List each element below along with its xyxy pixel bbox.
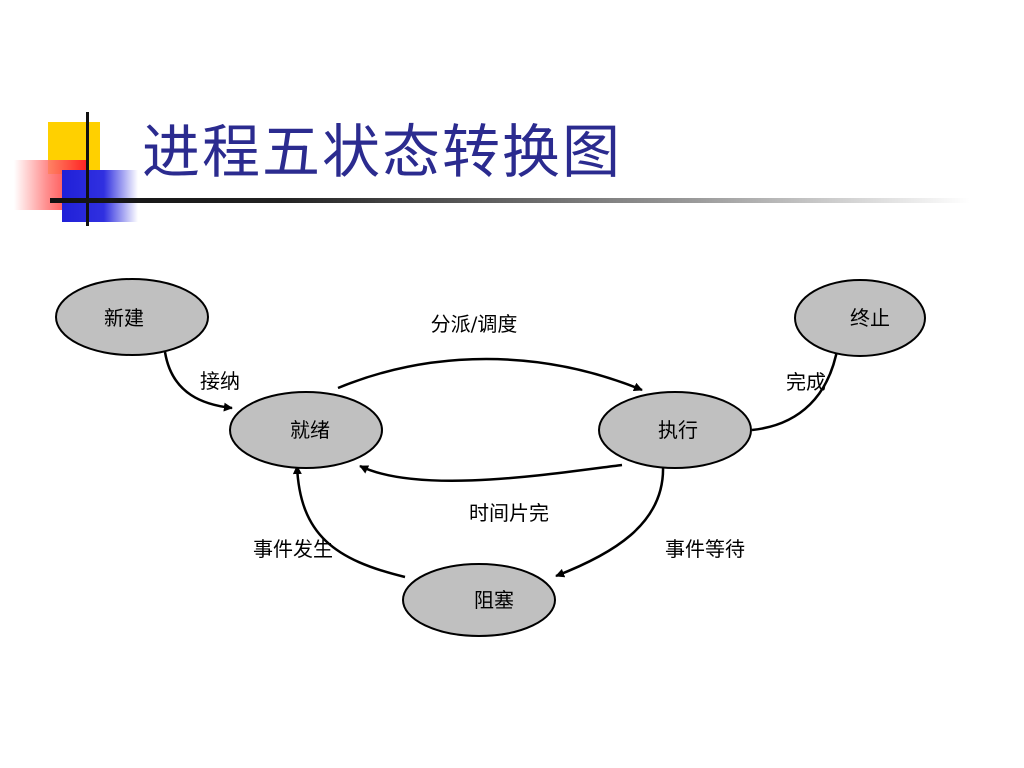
label-event-occurs: 事件发生 — [253, 537, 333, 561]
state-new-label: 新建 — [104, 306, 144, 330]
edge-exit — [751, 344, 842, 432]
decor-blue-square — [62, 170, 138, 222]
page-title: 进程五状态转换图 — [142, 118, 623, 186]
state-new: 新建 — [55, 278, 209, 356]
state-running: 执行 — [598, 391, 752, 469]
label-dispatch: 分派/调度 — [431, 312, 518, 336]
label-exit: 完成 — [786, 370, 826, 394]
state-terminated-label: 终止 — [850, 306, 890, 330]
decor-vertical-line — [86, 112, 89, 226]
state-ready: 就绪 — [229, 391, 383, 469]
state-ready-label: 就绪 — [290, 418, 330, 442]
label-admit: 接纳 — [200, 369, 240, 393]
state-blocked: 阻塞 — [402, 563, 556, 637]
edge-dispatch — [337, 357, 643, 392]
edge-event-wait — [555, 465, 665, 578]
state-blocked-label: 阻塞 — [474, 588, 514, 612]
title-underline — [50, 198, 970, 203]
edge-timeout — [359, 463, 623, 482]
state-running-label: 执行 — [658, 418, 698, 442]
edge-admit — [163, 351, 233, 412]
state-terminated: 终止 — [794, 279, 926, 357]
label-timeout: 时间片完 — [469, 501, 549, 525]
edge-event-occurs — [292, 465, 406, 579]
label-event-wait: 事件等待 — [665, 537, 745, 561]
